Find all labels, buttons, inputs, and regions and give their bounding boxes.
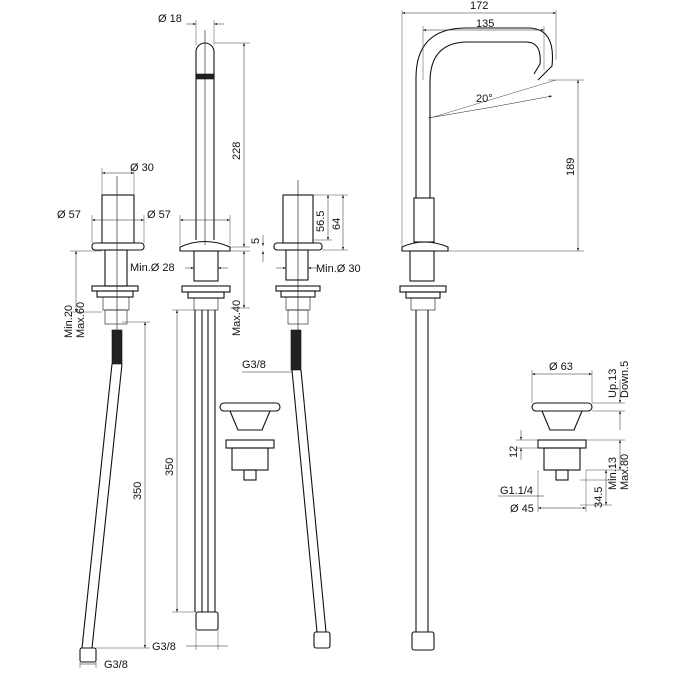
dim-min13: Min.13 [607, 457, 619, 490]
dim-d30: Ø 30 [130, 162, 154, 174]
dim-34-5: 34.5 [593, 487, 605, 508]
dim-350-left: 350 [132, 482, 144, 500]
dim-350-mid: 350 [164, 458, 176, 476]
dim-64: 64 [331, 218, 343, 230]
dim-12: 12 [508, 446, 520, 458]
right-hose [291, 369, 331, 649]
dim-max40: Max.40 [231, 300, 243, 336]
dim-d45: Ø 45 [510, 503, 534, 515]
dim-g38-right: G3/8 [242, 359, 266, 371]
dim-d57-left: Ø 57 [57, 209, 81, 221]
right-valve-handle [273, 180, 323, 371]
dim-228: 228 [231, 142, 243, 160]
dim-56-5: 56.5 [315, 211, 327, 232]
dimension-labels: Ø 18 Ø 30 Ø 57 Ø 57 228 5 Min.Ø 28 Max.4… [57, 0, 631, 671]
dim-d57-mid: Ø 57 [147, 209, 171, 221]
dim-d18: Ø 18 [158, 13, 182, 25]
dimension-lines [70, 10, 625, 668]
dim-g114: G1.1/4 [500, 485, 533, 497]
left-valve-handle [91, 176, 145, 365]
dim-min20: Min.20 [63, 305, 75, 338]
center-spout [179, 30, 231, 631]
spout-side-view [399, 27, 554, 651]
dim-172: 172 [470, 0, 488, 12]
dim-d63: Ø 63 [549, 361, 573, 373]
dim-max80: Max.80 [619, 454, 631, 490]
dim-g38-bottom-mid: G3/8 [152, 641, 176, 653]
dim-20-degree: 20° [476, 93, 493, 105]
dim-135: 135 [476, 18, 494, 30]
dim-up13: Up.13 [607, 369, 619, 398]
dim-max60: Max.60 [75, 302, 87, 338]
dim-5: 5 [250, 238, 262, 244]
dim-189: 189 [565, 158, 577, 176]
left-hose [79, 363, 123, 663]
dim-down5: Down.5 [619, 361, 631, 398]
right-drain [531, 402, 593, 481]
dim-g38-bottom-left: G3/8 [104, 659, 128, 671]
center-drain [219, 402, 281, 481]
dim-min28: Min.Ø 28 [130, 262, 175, 274]
dim-min30: Min.Ø 30 [316, 263, 361, 275]
